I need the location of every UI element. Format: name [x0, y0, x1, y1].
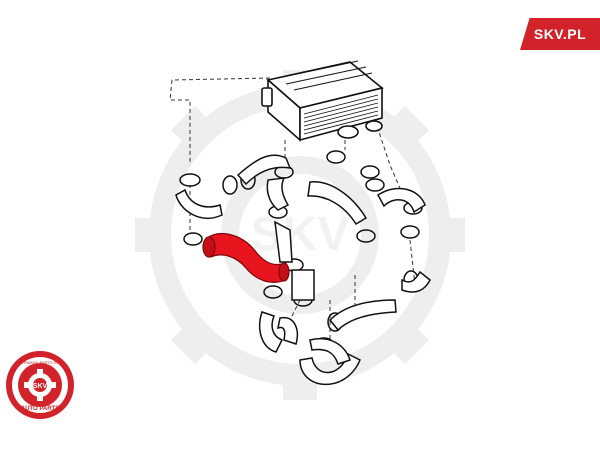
highlighted-hose-end-right	[278, 262, 290, 282]
logo-center-text: SKV	[33, 383, 48, 390]
skv-logo: SKV GERMANY·PARTS·SKV AUTO PARTS	[6, 351, 74, 419]
brand-badge[interactable]: SKV.PL	[520, 18, 600, 50]
highlighted-hose-end-left	[202, 236, 216, 258]
logo-bottom-text: AUTO PARTS	[21, 406, 59, 412]
watermark-text: SKV	[251, 208, 350, 261]
intercooler	[261, 60, 384, 142]
brand-label: SKV.PL	[533, 26, 587, 42]
hoses	[175, 154, 431, 386]
logo-ring-text: GERMANY·PARTS·SKV	[18, 360, 62, 365]
